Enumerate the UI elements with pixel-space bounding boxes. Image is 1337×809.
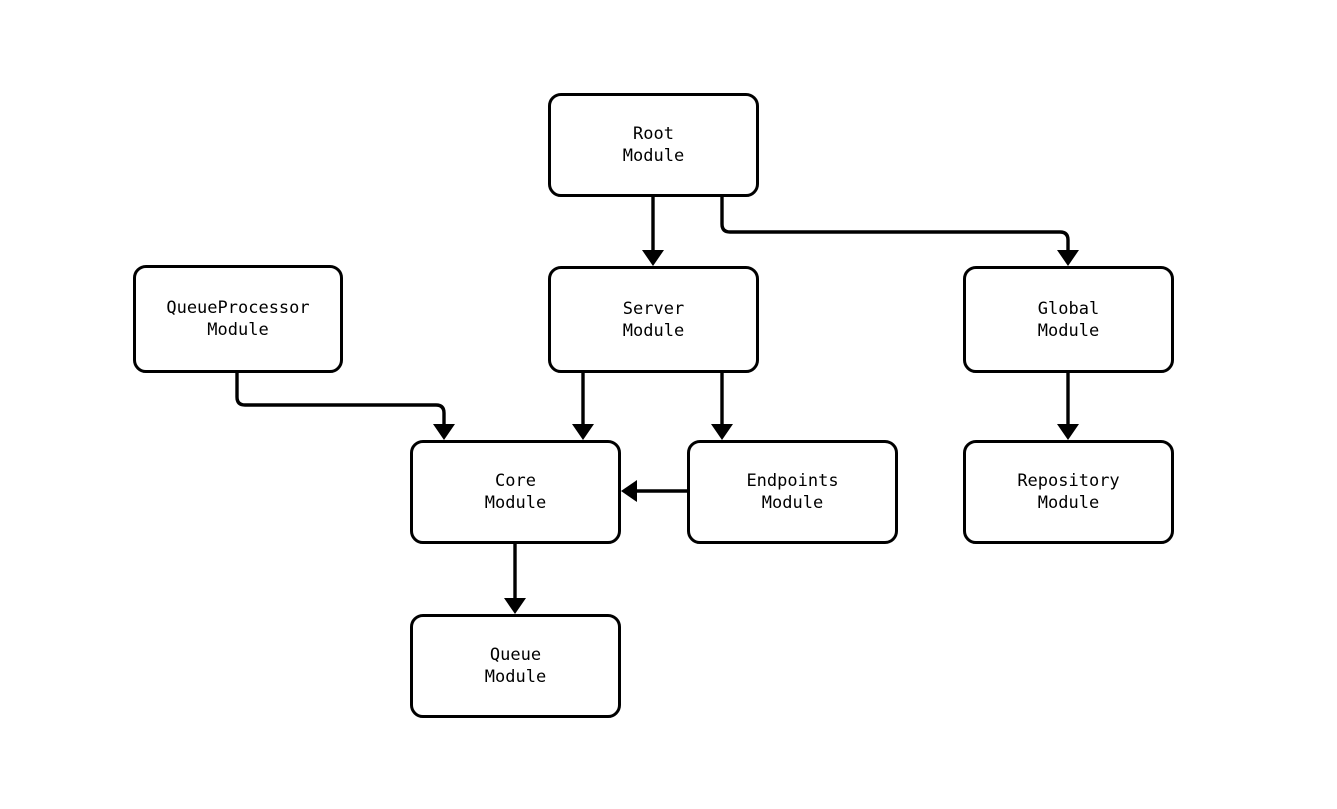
node-server-module[interactable]: Server Module xyxy=(548,266,759,373)
node-queue-module-line2: Module xyxy=(484,667,547,687)
edge-queueprocessor-to-core xyxy=(235,373,455,440)
node-endpoints-module-line2: Module xyxy=(761,493,824,513)
node-global-module-line1: Global xyxy=(1037,298,1100,319)
node-repository-module[interactable]: Repository Module xyxy=(963,440,1174,544)
node-core-module-line1: Core xyxy=(495,471,536,491)
node-queueprocessor-module-line1: QueueProcessor xyxy=(166,298,310,318)
node-endpoints-module-line1: Endpoints xyxy=(746,471,839,491)
node-queue-module[interactable]: Queue Module xyxy=(410,614,621,718)
edge-root-to-global xyxy=(720,197,1079,266)
node-queueprocessor-module-line2: Module xyxy=(207,320,269,340)
node-global-module-line2: Module xyxy=(1037,320,1100,341)
node-endpoints-module[interactable]: Endpoints Module xyxy=(687,440,898,544)
edge-endpoints-to-core xyxy=(621,480,687,502)
edge-core-to-queue xyxy=(504,544,526,614)
node-root-module-line1: Root xyxy=(633,124,674,144)
node-server-module-line1: Server xyxy=(622,298,685,319)
node-queueprocessor-module[interactable]: QueueProcessor Module xyxy=(133,265,343,373)
node-root-module[interactable]: Root Module xyxy=(548,93,759,197)
node-core-module[interactable]: Core Module xyxy=(410,440,621,544)
edge-global-to-repository xyxy=(1057,373,1079,440)
node-root-module-line2: Module xyxy=(622,146,685,166)
node-global-module[interactable]: Global Module xyxy=(963,266,1174,373)
edge-server-to-endpoints xyxy=(711,373,733,440)
node-queue-module-line1: Queue xyxy=(489,645,542,665)
node-repository-module-line1: Repository xyxy=(1017,471,1120,491)
node-server-module-line2: Module xyxy=(622,320,685,341)
node-core-module-line2: Module xyxy=(484,493,547,513)
edge-root-to-server xyxy=(642,197,664,266)
node-repository-module-line2: Module xyxy=(1037,493,1100,513)
edge-server-to-core xyxy=(572,373,594,440)
